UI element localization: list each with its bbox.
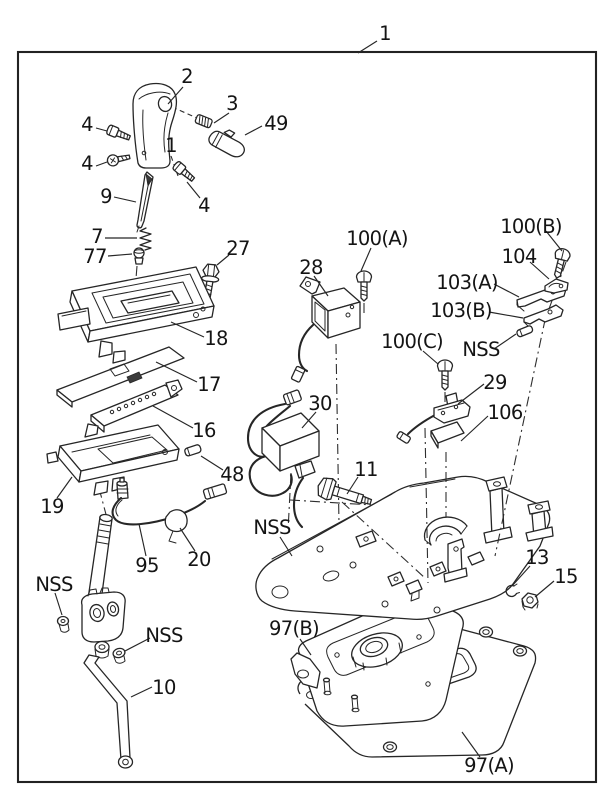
- callout-nss-b: NSS: [145, 624, 183, 647]
- callout-nss-a: NSS: [35, 573, 73, 596]
- bracket-posts: [483, 476, 554, 544]
- callout-spring-pin-3: 3: [226, 92, 238, 115]
- callout-housing-18: 18: [204, 327, 228, 350]
- callout-screw-100c: 100(C): [381, 330, 443, 353]
- part-switch-29: [396, 392, 471, 444]
- callout-bracket-103a: 103(A): [436, 271, 498, 294]
- part-clip-48: [184, 444, 202, 457]
- figure-border: [16, 50, 598, 784]
- part-spring-7: [139, 227, 152, 251]
- part-spring-pin-3: [194, 114, 213, 129]
- callout-relay-28: 28: [299, 256, 323, 279]
- part-harness-95: [111, 477, 228, 544]
- screw-4b: [106, 154, 131, 167]
- callout-unit-30: 30: [308, 392, 332, 415]
- callout-bolt-27: 27: [226, 237, 249, 260]
- part-indicator-plate-17: [56, 346, 185, 408]
- part-screw-100b: [548, 246, 572, 281]
- callout-clip-48: 48: [220, 463, 244, 486]
- callout-pad-106: 106: [487, 401, 522, 424]
- callout-plate-17: 17: [197, 373, 220, 396]
- callout-spring-7: 7: [91, 225, 103, 248]
- part-screw-77: [133, 247, 145, 265]
- callout-nss-c: NSS: [253, 516, 291, 539]
- callout-nut-15: 15: [554, 565, 577, 588]
- callout-screw-100a: 100(A): [346, 227, 408, 250]
- part-unit-30: [246, 389, 320, 529]
- screw-4a: [105, 123, 132, 144]
- part-pad-106: [430, 421, 465, 449]
- part-bushing-nss-pivot: [112, 647, 126, 664]
- bracket-clips: [355, 530, 485, 602]
- callout-clamp-104: 104: [501, 245, 536, 268]
- part-button-49: [208, 129, 245, 158]
- callout-assembly-1: 1: [379, 22, 391, 45]
- callout-screw-77: 77: [83, 245, 106, 268]
- part-main-bracket: [255, 475, 554, 621]
- part-clamp-20: [164, 509, 188, 544]
- callout-screw-4b: 4: [81, 152, 93, 175]
- callout-nss-d: NSS: [462, 338, 500, 361]
- part-screw-100c: [436, 359, 454, 391]
- callout-screw-100b: 100(B): [500, 215, 562, 238]
- leader-lines: [54, 40, 563, 758]
- callout-bolt-11: 11: [354, 458, 377, 481]
- shifter-boss: [351, 632, 403, 671]
- callout-knob-2: 2: [181, 65, 193, 88]
- part-screw-100a: [355, 270, 373, 302]
- callout-cover-19: 19: [40, 495, 64, 518]
- callout-labels: 1 2 3 49 4 4 1 4 9 7 77 27 18 17 16 48 1…: [35, 22, 578, 777]
- callout-switch-29: 29: [483, 371, 507, 394]
- callout-button-49: 49: [264, 112, 288, 135]
- callout-lever-10: 10: [152, 676, 176, 699]
- callout-plate-97b: 97(B): [269, 617, 319, 640]
- callout-screw-4a: 4: [81, 113, 93, 136]
- callout-slider-16: 16: [192, 419, 216, 442]
- part-pin-nss-right: [516, 325, 534, 338]
- callout-pin-1: 1: [165, 134, 177, 157]
- shift-gate-arch: [423, 516, 468, 546]
- callout-plate-97a: 97(A): [464, 754, 514, 777]
- part-bolt-11: [317, 477, 373, 505]
- part-housing-18: [57, 266, 215, 364]
- mounting-studs: [322, 677, 360, 713]
- callout-harness-95: 95: [135, 554, 158, 577]
- part-lever-10: [80, 513, 134, 769]
- callout-screw-4c: 4: [198, 194, 210, 217]
- screw-4c: [171, 159, 197, 184]
- part-clamp-104: [544, 278, 569, 294]
- part-relay-28: [290, 276, 361, 383]
- callout-bracket-103b: 103(B): [430, 299, 492, 322]
- part-slider-16: [84, 379, 183, 438]
- part-nut-15: [521, 592, 539, 611]
- part-blade-9: [136, 171, 154, 233]
- callout-blade-9: 9: [100, 185, 112, 208]
- part-cover-19: [46, 424, 180, 496]
- part-shift-knob: [132, 82, 178, 169]
- callout-clamp-20: 20: [187, 548, 211, 571]
- part-snap-ring-13: [505, 583, 520, 598]
- callout-snap-ring-13: 13: [525, 546, 548, 569]
- part-bushing-nss-left: [56, 615, 70, 633]
